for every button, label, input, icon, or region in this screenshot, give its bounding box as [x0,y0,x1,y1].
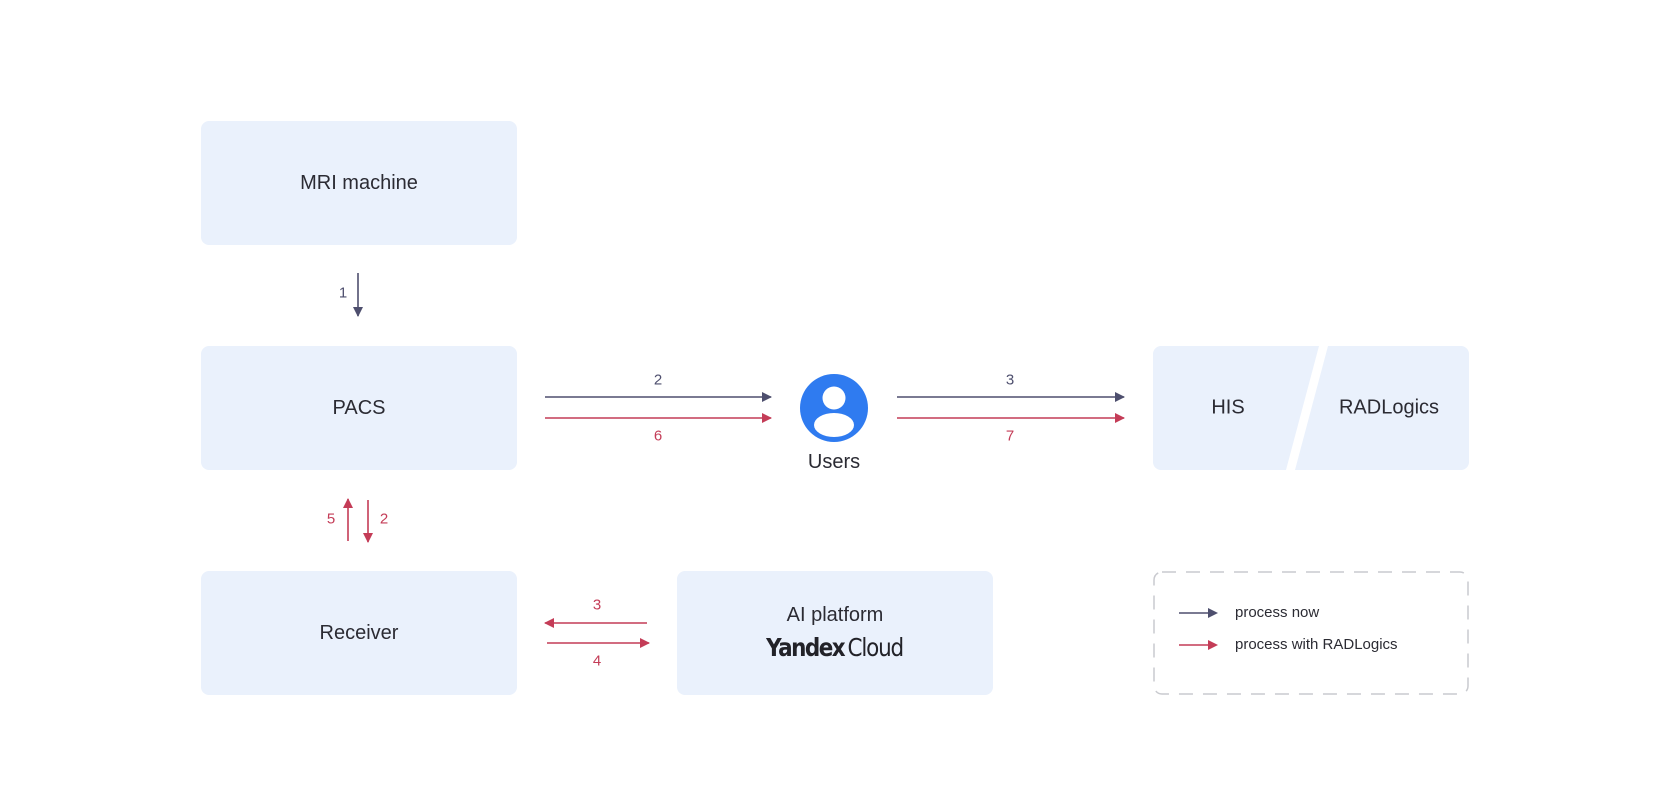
step-label-ai-to-receiver: 3 [592,596,602,614]
step-label-users-to-his-now: 3 [1005,371,1015,389]
legend-arrow-radlogics-icon [1179,639,1218,650]
users-label: Users [807,451,861,473]
receiver-label: Receiver [319,621,399,644]
radlogics-label: RADLogics [1338,396,1440,419]
step-label-pacs-to-users-now: 2 [653,371,663,389]
legend-box: process now process with RADLogics [1153,571,1469,695]
users-node: Users [799,373,869,474]
legend-label-radlogics: process with RADLogics [1235,636,1398,653]
step-label-mri-to-pacs: 1 [338,284,348,302]
mri-machine-box: MRI machine [201,121,517,245]
user-icon [800,374,868,442]
legend-label-now: process now [1235,604,1320,621]
step-label-receiver-to-ai: 4 [592,652,602,670]
step-label-pacs-to-receiver: 2 [379,510,389,528]
pacs-box: PACS [201,346,517,470]
pacs-label: PACS [332,396,386,419]
legend-item-radlogics: process with RADLogics [1179,636,1398,653]
legend-arrow-now-icon [1179,607,1218,618]
step-label-receiver-to-pacs: 5 [326,510,336,528]
his-radlogics-shape [1153,346,1469,470]
legend-item-now: process now [1179,604,1319,621]
receiver-box: Receiver [201,571,517,695]
step-label-users-to-his-rad: 7 [1005,427,1015,445]
yandex-logo-word: Yandex [766,633,847,662]
ai-platform-label: AI platform [786,604,884,626]
his-label: HIS [1211,396,1245,419]
mri-machine-label: MRI machine [300,171,418,194]
legend-border [1153,571,1469,695]
cloud-logo-word: Cloud [847,633,905,662]
his-radlogics-box: HIS RADLogics [1153,346,1469,470]
step-label-pacs-to-users-rad: 6 [653,427,663,445]
